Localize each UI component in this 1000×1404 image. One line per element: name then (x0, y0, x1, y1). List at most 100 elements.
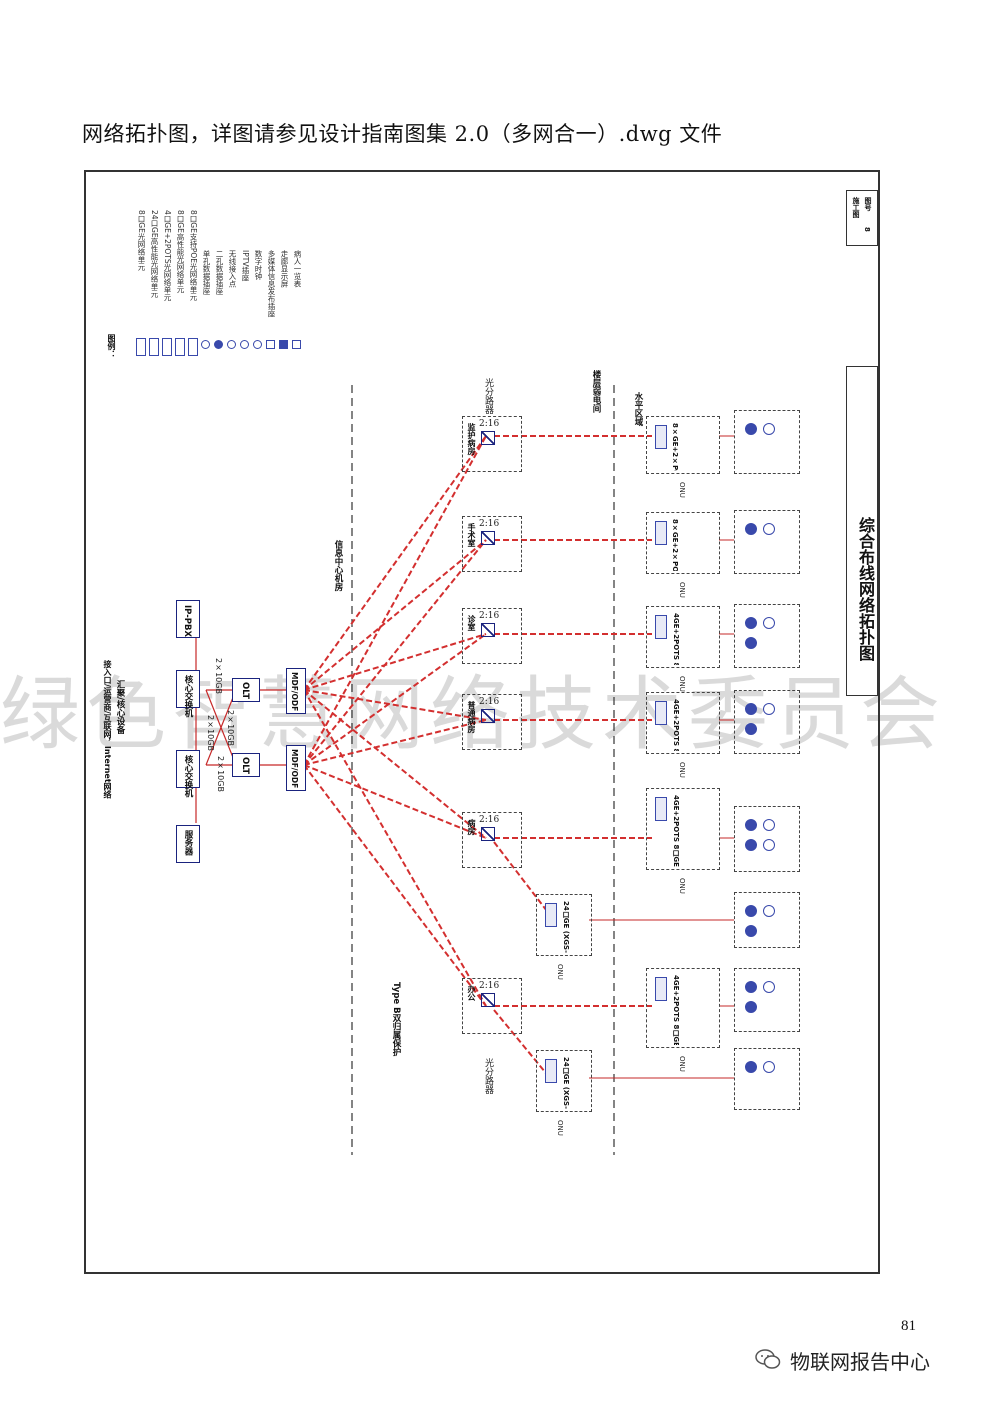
splitter-label-bottom: 光分路器 (483, 1058, 493, 1094)
mdf-odf-2: MDF/ODF (286, 745, 306, 791)
zone-center-room: 信息中心机房 (333, 540, 343, 591)
outlet-icon (763, 819, 775, 831)
zone-horizontal: 水平区域 (633, 392, 643, 426)
legend-item: 4口GE+2POTS光网络单元 (163, 210, 172, 302)
title-cell-1: 施工图 (852, 197, 860, 218)
mdf-odf-1: MDF/ODF (286, 668, 306, 714)
outlet-icon (745, 819, 757, 831)
legend-swatch (149, 338, 159, 356)
outlet-icon (763, 523, 775, 535)
outlet-box (734, 806, 800, 872)
outlet-icon (745, 925, 757, 937)
fiber-links (303, 435, 652, 1079)
splitter-icon (481, 431, 495, 445)
legend-swatch (188, 338, 198, 356)
outlet-icon (763, 703, 775, 715)
outlet-box (734, 690, 800, 754)
onu-label: 24口GE (XGS-PON) (562, 1057, 570, 1109)
legend-item: 8口GE光网络单元 (137, 210, 146, 271)
link-label-b: 2×10GB (226, 710, 235, 746)
splitter-room-label: 普通病房 (467, 701, 476, 733)
outlet-icon (763, 423, 775, 435)
onu-box: 4GE+2POTS 8口GE (646, 788, 720, 870)
outlet-icon (745, 981, 757, 993)
legend-swatch (227, 340, 236, 349)
legend-item: 单孔数据插座 (202, 250, 211, 295)
diagram-lines (195, 385, 734, 1155)
outlet-box (734, 1048, 800, 1110)
onu-label: 4GE+2POTS 8口GE (672, 795, 680, 867)
legend-item: 多媒体信息发布插座 (267, 250, 276, 318)
legend-swatch (162, 338, 172, 356)
link-label-c: 2×10GB (206, 715, 215, 751)
outlet-icon (745, 637, 757, 649)
legend-swatch (292, 340, 301, 349)
outlet-icon (745, 905, 757, 917)
onu-label: 8×GE+2×POTS (XGS-PON) (671, 423, 679, 471)
onu-device-icon (655, 701, 667, 725)
outlet-icon (763, 839, 775, 851)
legend-swatch (136, 338, 146, 356)
splitter-icon (481, 623, 495, 637)
legend-item: 走廊显示屏 (280, 250, 289, 288)
onu-box: 24口GE (XGS-PON) (536, 1050, 592, 1112)
legend-swatch (253, 340, 262, 349)
drawing-frame (84, 170, 880, 1274)
splitter-ratio: 2:16 (479, 611, 500, 621)
core-switch-1: 核心交换机 (176, 670, 200, 718)
outlet-icon (745, 1061, 757, 1073)
outlet-box (734, 968, 800, 1032)
outlet-icon (745, 523, 757, 535)
onu-device-icon (545, 903, 557, 927)
splitter-room-label: 病房 (467, 819, 476, 835)
splitter-ratio: 2:16 (479, 981, 500, 991)
onu-device-icon (655, 615, 667, 639)
splitter-room-label: 办公 (467, 985, 476, 1001)
onu-box: 8×GE+2×POTS (XGS-PON) (646, 416, 720, 474)
core-links (195, 622, 288, 823)
onu-label: 24口GE (XGS-PON) (562, 901, 570, 953)
page-caption: 网络拓扑图，详图请参见设计指南图集 2.0（多网合一）.dwg 文件 (82, 122, 723, 146)
splitter-icon (481, 531, 495, 545)
legend-swatch (175, 338, 185, 356)
outlet-box (734, 604, 800, 668)
legend-swatch (240, 340, 249, 349)
horizontal-links (589, 435, 734, 1079)
link-label-a: 2×10GB (214, 658, 223, 694)
outlet-icon (763, 617, 775, 629)
onu-box: 4GE+2POTS 8口GE (646, 606, 720, 668)
core-equipment-label: 汇聚/核心设备 (115, 680, 125, 735)
onu-label: 4GE+2POTS 8口GE (672, 613, 680, 665)
watermark: 绿色智慧网络技术委员会 (0, 668, 946, 761)
legend-swatch (201, 340, 210, 349)
olt-2: OLT (232, 753, 260, 777)
core-switch-2: 核心交换机 (176, 750, 200, 798)
legend-swatch (214, 340, 223, 349)
outlet-icon (745, 723, 757, 735)
splitter-icon (481, 827, 495, 841)
onu-box: 8×GE+2×POTS (XGS-PON) (646, 512, 720, 574)
splitter-ratio: 2:16 (479, 697, 500, 707)
outlet-icon (745, 703, 757, 715)
olt-1: OLT (232, 678, 260, 702)
legend-item: 病人一览表 (293, 250, 302, 288)
splitter-ratio: 2:16 (479, 815, 500, 825)
server-box: 服务器 (176, 825, 200, 863)
splitter-room-label: 诊室 (467, 615, 476, 631)
legend-item: 24口GE高性能光网络单元 (150, 210, 159, 298)
title-block: 综合布线网络拓扑图 (846, 366, 878, 696)
splitter-label-top: 光分路器 (483, 378, 493, 414)
splitter-ratio: 2:16 (479, 519, 500, 529)
page-number: 81 (901, 1318, 916, 1334)
legend-item: 数字时钟 (254, 250, 263, 280)
onu-label: 4GE+2POTS 8口GE 8口GE PoE (672, 975, 680, 1045)
outlet-icon (763, 1061, 775, 1073)
onu-box: 4GE+2POTS 8口GE (646, 692, 720, 754)
legend-item: IPTV插座 (241, 250, 250, 282)
title-cell-3: 8 (863, 227, 871, 232)
outlet-box (734, 410, 800, 474)
onu-tag: ONU (556, 964, 564, 980)
